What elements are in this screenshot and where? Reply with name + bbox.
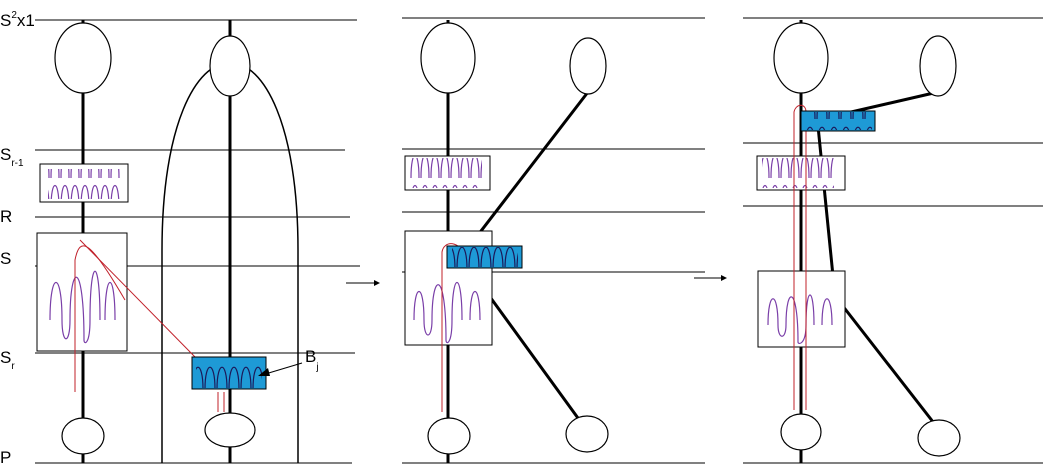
blue-box-wave — [196, 360, 262, 388]
red-diagonal — [79, 239, 197, 359]
label-r: R — [0, 207, 12, 226]
panel-2 — [402, 17, 705, 464]
bottom-node-left — [61, 417, 105, 455]
label-sr1: Sr-1 — [0, 145, 24, 169]
label-bj: Bj — [305, 347, 319, 373]
panel-3 — [743, 17, 1043, 464]
label-p: P — [0, 448, 11, 467]
twist-wave-large — [49, 270, 116, 344]
label-sr: Sr — [0, 348, 15, 372]
top-node-left — [54, 22, 112, 94]
diag-strand-upper-2 — [459, 91, 590, 258]
transition-arrow-1 — [346, 280, 380, 286]
transition-arrow-2 — [694, 275, 727, 281]
twist-wave-upper — [48, 169, 120, 199]
bottom-node-right — [204, 412, 256, 448]
label-s2x1: S2x1 — [0, 10, 35, 30]
panel-1: S2x1 Sr-1 R S Sr P Bj — [0, 10, 360, 467]
label-s: S — [0, 249, 11, 268]
bj-pointer-head — [258, 368, 270, 376]
top-node-right — [209, 35, 251, 97]
red-tails — [217, 392, 225, 412]
